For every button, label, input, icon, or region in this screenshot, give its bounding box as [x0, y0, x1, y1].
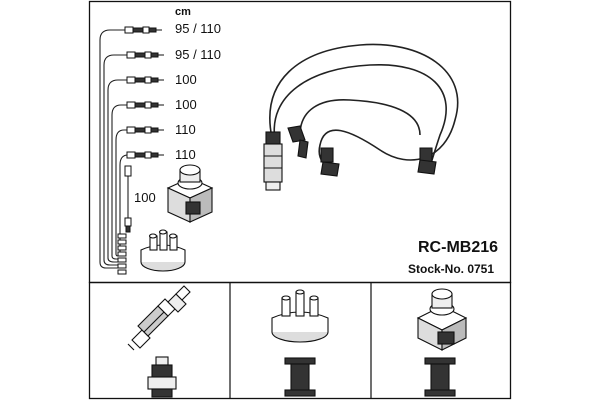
stock-number: Stock-No. 0751	[408, 262, 495, 276]
lead-bundle	[99, 29, 129, 269]
coil-lead-length: 100	[134, 190, 156, 205]
model-number: RC-MB216	[418, 239, 499, 256]
ignition-coil-icon	[416, 288, 468, 351]
length-unit-label: cm	[175, 6, 191, 18]
coil-thumbnail	[166, 164, 214, 223]
lead-terminal-1	[124, 26, 162, 34]
lead-length-5: 110	[175, 122, 196, 137]
lead-terminal-5	[126, 126, 164, 134]
plug-boot-icon	[147, 356, 177, 398]
spark-plug-icon	[127, 285, 191, 351]
lead-length-2: 95 / 110	[175, 47, 222, 62]
lead-terminal-3	[126, 76, 164, 84]
angled-boot-1	[287, 125, 309, 159]
coil-terminal-icon	[424, 357, 456, 397]
angled-boot-3	[417, 147, 437, 175]
bundle-end-sleeves	[117, 233, 127, 275]
angled-boot-2	[320, 147, 340, 177]
lead-length-4: 100	[175, 97, 197, 112]
lead-loops	[269, 43, 459, 168]
cap-thumbnail	[140, 229, 186, 272]
lead-terminals	[117, 26, 164, 275]
bottom-panel-frame	[88, 281, 512, 400]
plug-boot-large	[263, 131, 283, 191]
cap-terminal-icon	[284, 357, 316, 397]
lead-terminal-6	[126, 151, 164, 159]
lead-length-1: 95 / 110	[175, 21, 222, 36]
coil-lead-terminal	[124, 165, 132, 233]
lead-length-3: 100	[175, 72, 197, 87]
lead-length-6: 110	[175, 147, 196, 162]
lead-terminal-4	[126, 101, 164, 109]
distributor-cap-icon	[271, 289, 329, 343]
lead-terminal-2	[126, 51, 164, 59]
